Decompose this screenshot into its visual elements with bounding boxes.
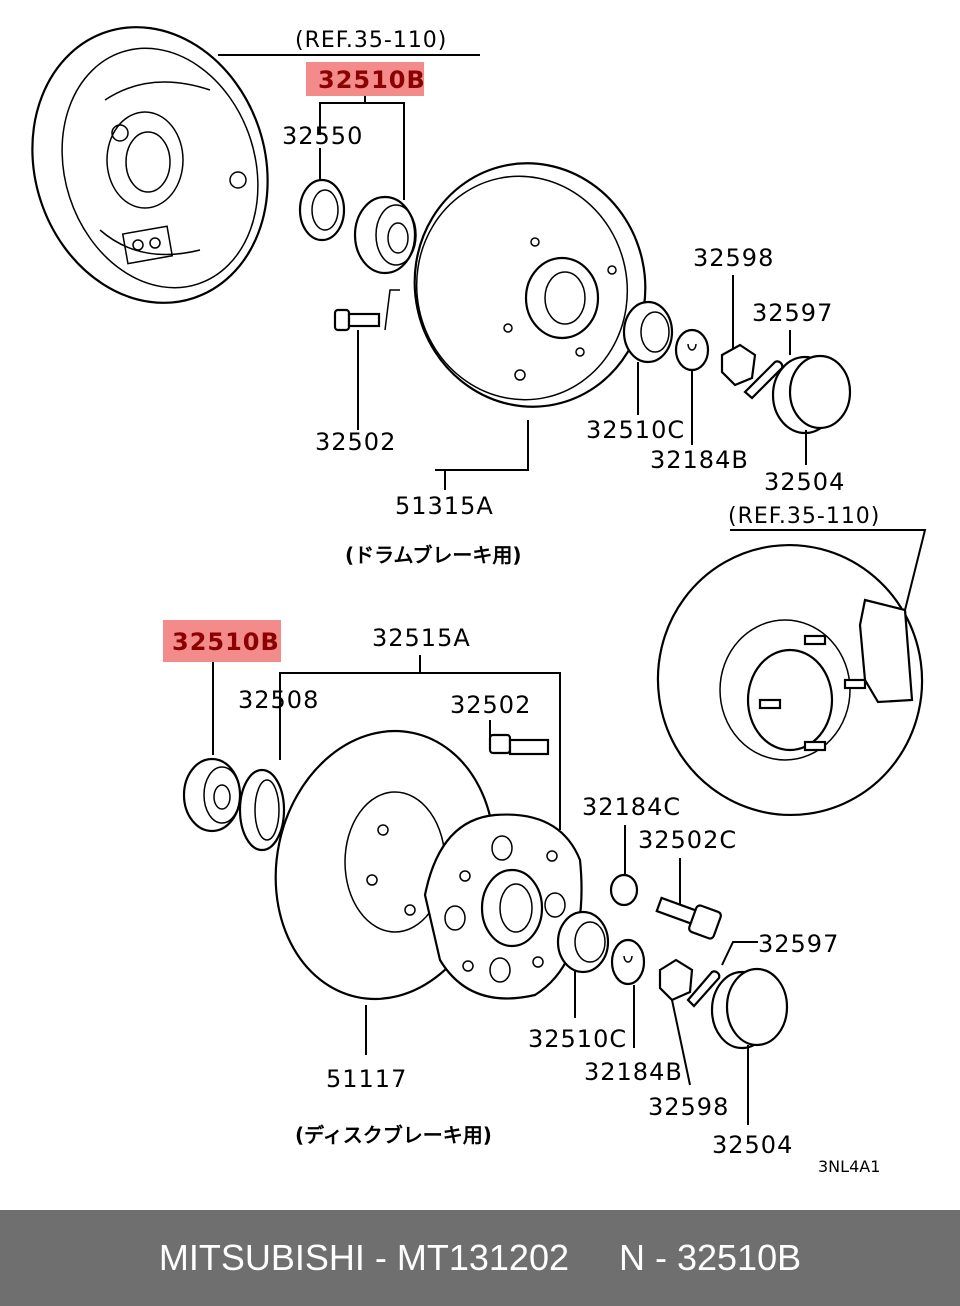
footer-part-info: MITSUBISHI - MT131202 N - 32510B [158,1237,802,1278]
label-32510C-drum: 32510C [586,416,685,444]
bolt-32502C [655,896,722,940]
hub-cap-32504-drum [771,354,852,435]
castle-nut-32598-drum [720,343,757,387]
label-32515A: 32515A [372,624,471,652]
washer-32184C [609,873,639,907]
label-32508: 32508 [238,686,319,714]
washer-32184B-disc [610,938,646,986]
hub-bolt-32502-disc [488,733,550,756]
brake-drum [413,162,647,408]
front-hub [423,813,583,1000]
diagram-code: 3NL4A1 [818,1157,880,1176]
label-32597-drum: 32597 [752,299,833,327]
label-32502-disc: 32502 [450,691,531,719]
label-51117: 51117 [326,1065,407,1093]
disc-ref-label: (REF.35-110) [728,504,880,529]
washer-32184B-drum [674,328,710,372]
parts-diagram: (REF.35-110) 32510B 32550 32502 51315A (… [31,26,927,1176]
label-32502-drum: 32502 [315,428,396,456]
svg-text:32510B: 32510B [318,66,426,94]
label-51315A: 51315A [395,492,494,520]
label-32597-disc: 32597 [758,930,839,958]
brake-backing-plate [31,26,269,304]
hub-bolt-32502-drum [333,308,381,332]
cotter-pin-32597-disc [686,970,721,1008]
label-32184B-drum: 32184B [650,446,749,474]
label-32598-disc: 32598 [648,1093,729,1121]
drum-caption: (ドラムブレーキ用) [345,543,521,567]
bearing-32510B [353,195,417,275]
bearing-32510C-drum [622,300,674,364]
label-32504-drum: 32504 [764,468,845,496]
disc-highlight-label[interactable]: 32510B [163,620,281,662]
footer-bar: MITSUBISHI - MT131202 N - 32510B [0,1210,960,1306]
oil-seal-32550 [298,178,346,242]
bearing-32510C-disc [556,910,610,974]
label-32184B-disc: 32184B [584,1058,683,1086]
label-32502C: 32502C [638,826,737,854]
label-32504-disc: 32504 [712,1131,793,1159]
hub-cap-32504-disc [710,967,789,1050]
label-32184C: 32184C [582,793,681,821]
svg-text:32510B: 32510B [172,628,280,656]
label-32598-drum: 32598 [693,244,774,272]
bearing-32510B-disc [182,757,242,833]
label-32510C-disc: 32510C [528,1025,627,1053]
castle-nut-32598-disc [658,958,694,1002]
label-32550: 32550 [282,122,363,150]
drum-highlight-label[interactable]: 32510B [306,62,426,96]
disc-caption: (ディスクブレーキ用) [295,1123,492,1147]
oil-seal-32508 [238,768,286,852]
drum-ref-label: (REF.35-110) [295,28,447,53]
brake-disc-assembly-ref [656,543,924,817]
